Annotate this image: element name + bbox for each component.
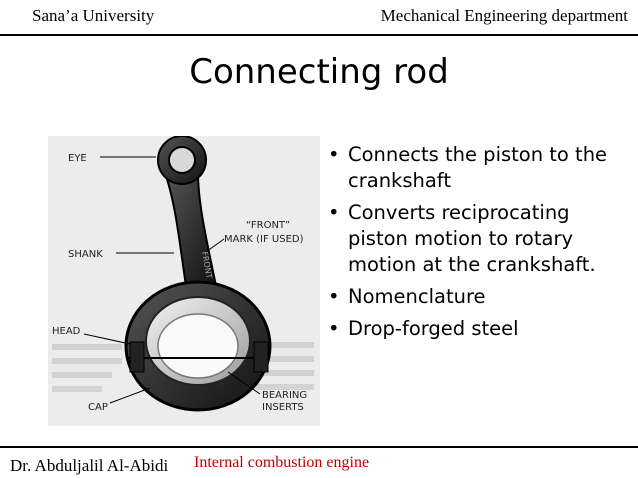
label-head: HEAD [52, 326, 81, 337]
cap-bolt-left [129, 341, 145, 373]
label-front-2: MARK (IF USED) [224, 234, 304, 245]
header-rule [0, 34, 638, 36]
label-front-1: “FRONT” [246, 220, 290, 231]
course-name: Internal combustion engine [194, 454, 370, 471]
bullet-item: Connects the piston to the crankshaft [320, 142, 630, 194]
connecting-rod-diagram: FRONT EYE “FRONT” MARK (IF USED) SHANK H… [48, 136, 320, 426]
department-name: Mechanical Engineering department [380, 6, 628, 25]
slide-title: Connecting rod [189, 52, 449, 92]
university-name: Sana’a University [32, 6, 155, 25]
footer-rule [0, 446, 638, 448]
author-name: Dr. Abduljalil Al-Abidi [10, 456, 169, 475]
cap-bolt-right [253, 341, 269, 373]
bearing-bore [157, 313, 239, 379]
bullet-list: Connects the piston to the crankshaft Co… [320, 142, 630, 348]
label-cap: CAP [88, 402, 108, 413]
label-eye: EYE [68, 153, 87, 164]
eye-bore [168, 146, 196, 174]
bullet-item: Drop-forged steel [320, 316, 630, 342]
bullet-item: Converts reciprocating piston motion to … [320, 200, 630, 278]
label-bearing-2: INSERTS [262, 402, 304, 413]
label-shank: SHANK [68, 249, 103, 260]
label-bearing-1: BEARING [262, 390, 307, 401]
bullet-item: Nomenclature [320, 284, 630, 310]
connecting-rod-figure: FRONT EYE “FRONT” MARK (IF USED) SHANK H… [48, 136, 320, 426]
